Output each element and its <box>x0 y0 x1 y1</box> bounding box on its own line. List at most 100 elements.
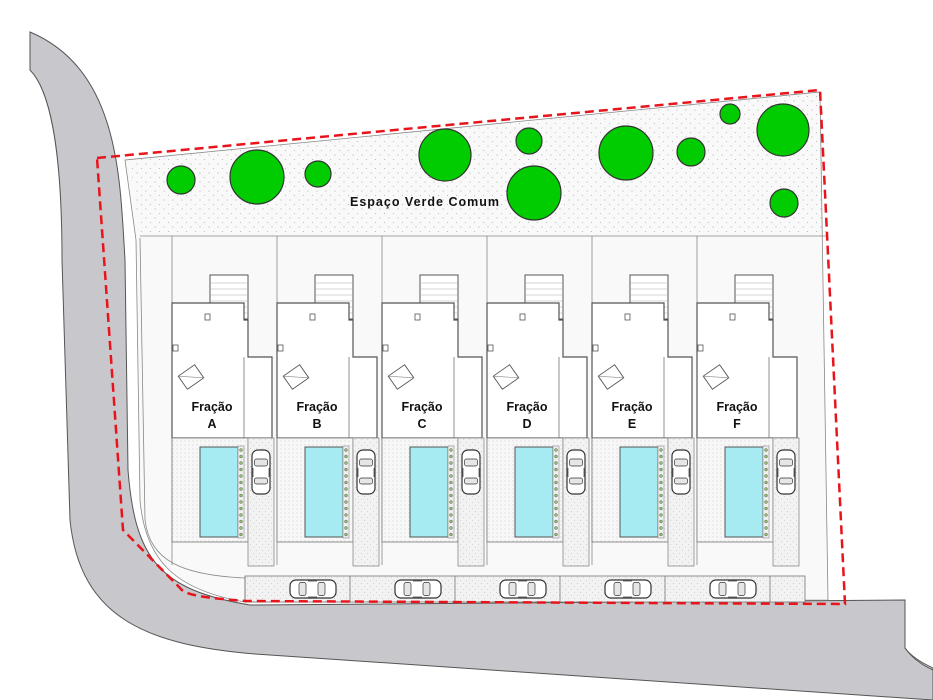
pool <box>304 446 344 538</box>
tree <box>769 188 799 218</box>
planter <box>342 445 350 539</box>
planter <box>237 445 245 539</box>
plant <box>764 487 768 491</box>
plant <box>659 461 663 465</box>
plant <box>449 448 453 452</box>
plant <box>764 513 768 517</box>
tree <box>676 137 706 167</box>
planter <box>447 445 455 539</box>
plant <box>554 532 558 537</box>
plant <box>239 526 243 530</box>
vent <box>277 344 284 352</box>
plant <box>344 474 348 478</box>
plant <box>764 526 768 530</box>
plant <box>449 513 453 517</box>
units-layer: FraçãoAFraçãoBFraçãoCFraçãoDFraçãoEFraçã… <box>171 236 800 567</box>
tree <box>166 165 196 195</box>
car-icon <box>671 449 691 495</box>
vent <box>592 344 599 352</box>
plant <box>344 480 348 485</box>
plant <box>659 454 663 459</box>
parked-car-icon <box>499 579 547 599</box>
plant <box>449 487 453 491</box>
plant <box>449 532 453 537</box>
plant <box>344 487 348 491</box>
plant <box>554 500 558 504</box>
chimney <box>624 313 631 321</box>
plant <box>239 461 243 465</box>
plant <box>239 467 243 472</box>
unit-label: Fração <box>717 400 758 414</box>
plant <box>764 532 768 537</box>
plant <box>659 500 663 504</box>
plant <box>764 461 768 465</box>
plant <box>554 493 558 498</box>
plant <box>344 454 348 459</box>
vent <box>487 344 494 352</box>
planter <box>552 445 560 539</box>
pool <box>514 446 554 538</box>
pool <box>409 446 449 538</box>
plant <box>239 448 243 452</box>
plant <box>659 448 663 452</box>
plant <box>659 487 663 491</box>
plant <box>659 506 663 511</box>
plant <box>344 513 348 517</box>
tree <box>229 149 285 205</box>
plant <box>764 467 768 472</box>
skylight <box>177 364 205 390</box>
plant <box>344 500 348 504</box>
car-icon <box>566 449 586 495</box>
unit-label: Fração <box>297 400 338 414</box>
plant <box>239 506 243 511</box>
vent <box>382 344 389 352</box>
tree <box>719 103 741 125</box>
plant <box>764 474 768 478</box>
plant <box>239 480 243 485</box>
parked-car-icon <box>709 579 757 599</box>
car-icon <box>356 449 376 495</box>
tree <box>598 125 654 181</box>
unit-label: Fração <box>507 400 548 414</box>
plant <box>554 487 558 491</box>
skylight <box>597 364 625 390</box>
parked-car-icon <box>604 579 652 599</box>
plant <box>659 474 663 478</box>
pool <box>199 446 239 538</box>
plant <box>449 480 453 485</box>
parking-strip <box>244 575 806 603</box>
chimney <box>204 313 211 321</box>
plant <box>659 526 663 530</box>
plant <box>239 474 243 478</box>
unit-letter: A <box>207 417 216 431</box>
skylight <box>702 364 730 390</box>
car-icon <box>251 449 271 495</box>
plant <box>764 454 768 459</box>
road-curb <box>904 647 933 671</box>
plant <box>449 493 453 498</box>
plant <box>344 493 348 498</box>
road <box>29 31 933 700</box>
common-area-label: Espaço Verde Comum <box>350 195 500 209</box>
plant <box>449 454 453 459</box>
vent <box>172 344 179 352</box>
chimney <box>519 313 526 321</box>
trees <box>166 103 810 221</box>
tree <box>418 128 472 182</box>
unit-letter: D <box>522 417 531 431</box>
plant <box>449 526 453 530</box>
plant <box>239 454 243 459</box>
plant <box>764 519 768 524</box>
plant <box>764 506 768 511</box>
unit-letter: B <box>312 417 321 431</box>
plant <box>449 506 453 511</box>
property-boundary <box>95 88 847 606</box>
plant <box>344 526 348 530</box>
car-icon <box>776 449 796 495</box>
plant <box>554 448 558 452</box>
plant <box>554 454 558 459</box>
